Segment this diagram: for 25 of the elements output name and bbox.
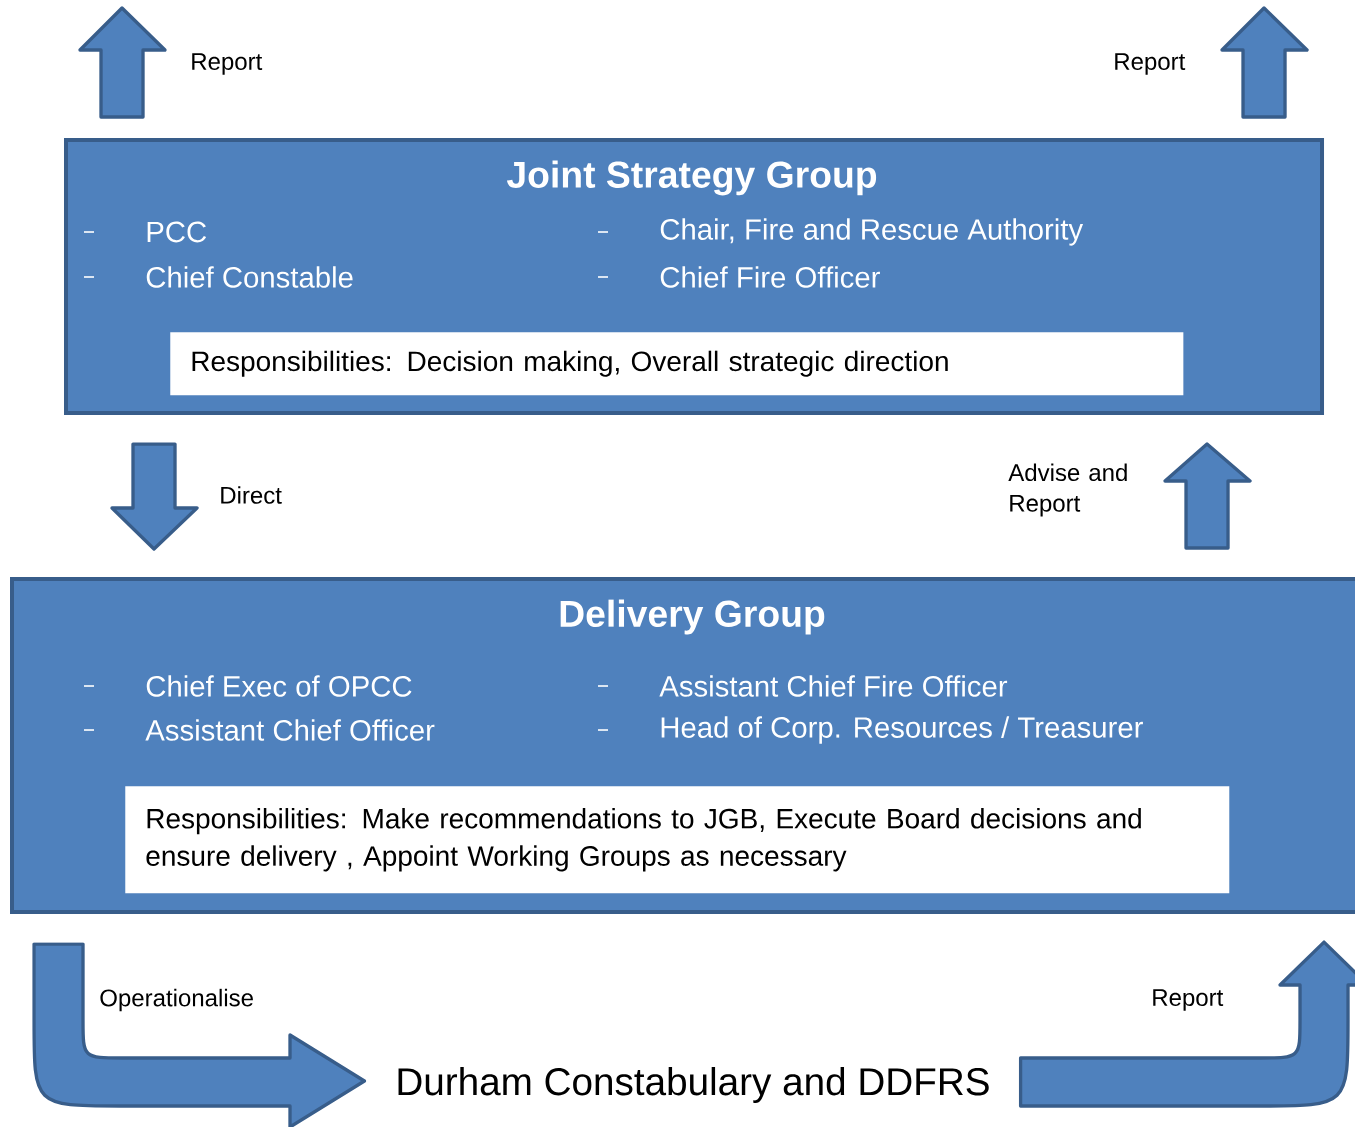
edge-label: Direct — [221, 486, 282, 504]
edge-label: Report — [1115, 53, 1186, 75]
group-title: Joint Strategy Group — [506, 160, 877, 196]
block-arrow — [1220, 6, 1309, 119]
member-name: Assistant Chief Fire Officer — [659, 675, 1008, 697]
responsibility-box: Responsibilities: Decision making, Overall strategic direction — [170, 332, 1184, 396]
block-arrow — [1163, 442, 1252, 550]
organisation-name: Durham Constabulary and DDFRS — [398, 1067, 989, 1104]
member-name: Chief Fire Officer — [660, 266, 880, 288]
edge-label: Advise and Report — [1008, 463, 1127, 517]
block-arrow — [1018, 940, 1355, 1108]
member-name: Head of Corp. Resources / Treasurer — [661, 716, 1143, 744]
edge-label: Report — [192, 53, 263, 75]
block-arrow — [32, 942, 367, 1127]
block-arrow — [110, 442, 199, 551]
member-name: Chief Exec of OPCC — [146, 675, 412, 697]
edge-label: Operationalise — [100, 988, 253, 1012]
block-arrow — [78, 6, 167, 119]
responsibility-box: Responsibilities: Make recommendations to JGB, Execute Board decisions and ensure delivery , Appoint Working Groups as necessary — [125, 786, 1230, 894]
group-title: Delivery Group — [560, 599, 825, 635]
member-name: Assistant Chief Officer — [145, 719, 435, 741]
member-name: Chief Constable — [146, 266, 353, 288]
member-name: Chair, Fire and Rescue Authority — [660, 218, 1084, 246]
edge-label: Report — [1153, 989, 1224, 1011]
member-name: PCC — [147, 221, 207, 243]
